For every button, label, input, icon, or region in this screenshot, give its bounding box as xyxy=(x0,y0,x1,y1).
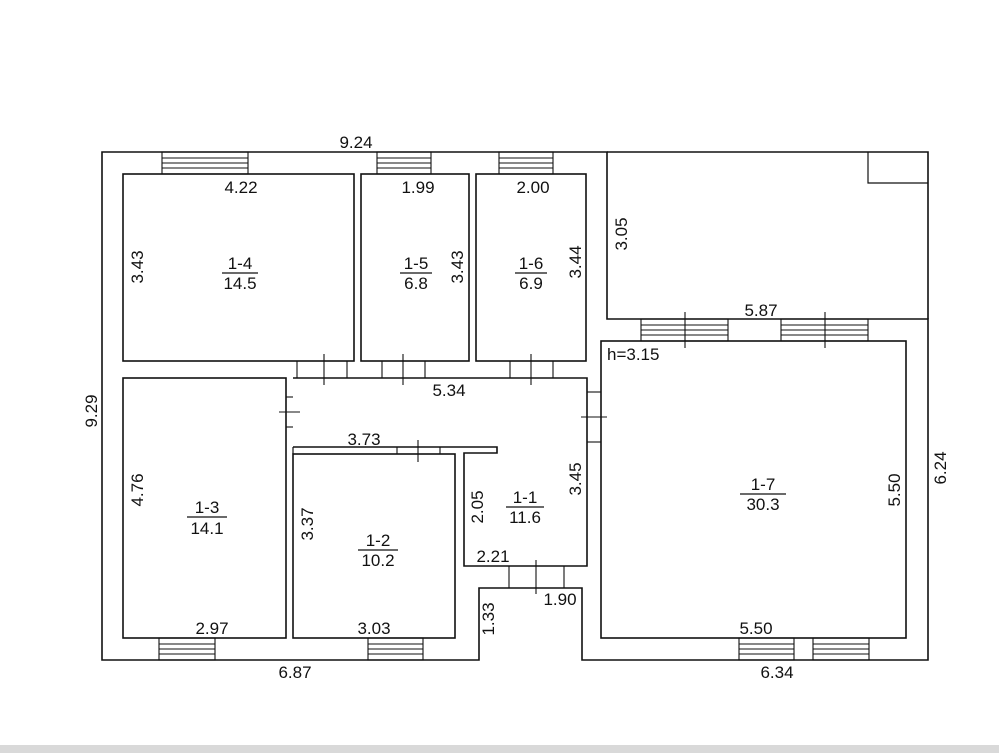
window-room-1-2 xyxy=(367,637,424,661)
door-corridor-1-2 xyxy=(396,440,441,462)
door-corridor-1-5 xyxy=(381,354,426,385)
room-1-3-id: 1-3 xyxy=(195,498,220,517)
terrace-outline xyxy=(607,151,929,319)
dim-r14-depth: 3.43 xyxy=(128,250,147,283)
dim-r11-right: 3.45 xyxy=(566,462,585,495)
dim-r15-width: 1.99 xyxy=(401,178,434,197)
room-1-1-outline xyxy=(293,377,588,567)
window-terrace-left xyxy=(640,312,729,348)
overall-depth-right: 6.24 xyxy=(931,451,950,484)
window-room-1-7-left xyxy=(738,637,795,661)
outer-wall-outline xyxy=(101,151,929,661)
dim-r11-bottom: 2.21 xyxy=(476,547,509,566)
overall-depth-left: 9.29 xyxy=(82,394,101,427)
dim-corridor-inner: 3.73 xyxy=(347,430,380,449)
room-1-2-area: 10.2 xyxy=(361,551,394,570)
dim-terrace-width: 5.87 xyxy=(744,301,777,320)
room-1-7-id: 1-7 xyxy=(751,475,776,494)
room-1-3-area: 14.1 xyxy=(190,519,223,538)
dim-terrace-depth: 3.05 xyxy=(612,217,631,250)
dim-r16-depth: 3.44 xyxy=(566,245,585,278)
entrance-door xyxy=(508,560,565,594)
dim-r17-depth: 5.50 xyxy=(885,473,904,506)
room-1-5-area: 6.8 xyxy=(404,274,428,293)
door-corridor-1-7 xyxy=(581,391,607,443)
dim-r13-depth: 4.76 xyxy=(128,473,147,506)
dim-corridor-width: 5.34 xyxy=(432,381,465,400)
window-room-1-5 xyxy=(376,151,432,175)
window-terrace-right xyxy=(780,312,869,348)
room-1-6-area: 6.9 xyxy=(519,274,543,293)
terrace-corner-post xyxy=(867,152,928,184)
dim-r17-width: 5.50 xyxy=(739,619,772,638)
door-corridor-1-4 xyxy=(296,354,348,385)
window-room-1-4 xyxy=(161,151,249,175)
overall-width-top: 9.24 xyxy=(339,133,372,152)
room-1-2-id: 1-2 xyxy=(366,531,391,550)
dim-r16-width: 2.00 xyxy=(516,178,549,197)
room-1-6-id: 1-6 xyxy=(519,254,544,273)
window-room-1-6 xyxy=(498,151,554,175)
room-1-5-id: 1-5 xyxy=(404,254,429,273)
room-1-1-area: 11.6 xyxy=(509,508,541,527)
dim-entry-width: 1.90 xyxy=(543,590,576,609)
room-1-4-area: 14.5 xyxy=(223,274,256,293)
dim-r14-width: 4.22 xyxy=(224,178,257,197)
dim-entry-depth: 1.33 xyxy=(479,602,498,635)
door-corridor-1-6 xyxy=(509,354,554,385)
dim-r12-width: 3.03 xyxy=(357,619,390,638)
door-corridor-1-3 xyxy=(279,396,300,428)
window-room-1-7-right xyxy=(812,637,870,661)
room-1-7-area: 30.3 xyxy=(746,495,779,514)
dim-r15-depth: 3.43 xyxy=(448,250,467,283)
overall-width-bottom-right: 6.34 xyxy=(760,663,793,682)
ceiling-height: h=3.15 xyxy=(607,345,659,364)
dim-r13-width: 2.97 xyxy=(195,619,228,638)
bottom-edge-strip xyxy=(0,745,999,753)
dim-r11-left: 2.05 xyxy=(468,490,487,523)
window-room-1-3 xyxy=(158,637,216,661)
room-1-4-id: 1-4 xyxy=(228,254,253,273)
room-1-1-id: 1-1 xyxy=(513,488,538,507)
dim-r12-depth: 3.37 xyxy=(298,507,317,540)
overall-width-bottom-left: 6.87 xyxy=(278,663,311,682)
